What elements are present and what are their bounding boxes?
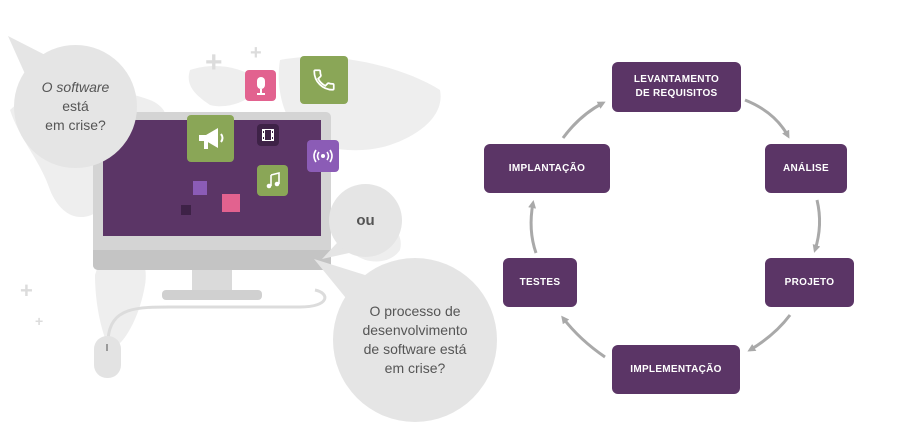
- film-icon: [257, 124, 279, 146]
- arrow-levantamento-to-analise: [744, 98, 790, 139]
- arrow-implementacao-to-testes: [561, 315, 606, 359]
- process-bubble: O processo de desenvolvimento de softwar…: [333, 258, 497, 422]
- question-line-2: está: [62, 98, 89, 114]
- step-label: IMPLANTAÇÃO: [508, 162, 586, 174]
- step-label: IMPLEMENTAÇÃO: [630, 363, 722, 375]
- process-line-2: desenvolvimento: [362, 322, 468, 338]
- mouse-cable: [106, 288, 327, 341]
- screen-square: [222, 194, 240, 212]
- or-bubble: ou: [329, 184, 402, 257]
- plus-icon: +: [205, 46, 223, 79]
- arrow-projeto-to-implementacao: [747, 314, 792, 352]
- arrow-implantacao-to-levantamento: [561, 101, 606, 139]
- mouse: [94, 336, 121, 378]
- screen-square: [193, 181, 207, 195]
- step-label: DE REQUISITOS: [635, 88, 718, 99]
- plus-icon: +: [35, 313, 44, 329]
- step-label: PROJETO: [784, 276, 835, 288]
- mouse-wheel: [106, 344, 108, 351]
- monitor-bottom-bezel: [93, 250, 331, 270]
- step-projeto: PROJETO: [765, 258, 854, 307]
- question-line-1: O software: [41, 79, 110, 95]
- step-testes: TESTES: [503, 258, 577, 307]
- monitor-base: [162, 290, 262, 300]
- monitor-stand: [192, 270, 232, 292]
- process-line-3: de software está: [363, 341, 467, 357]
- step-implantacao: IMPLANTAÇÃO: [484, 144, 610, 193]
- plus-icon: +: [250, 42, 262, 64]
- question-line-3: em crise?: [45, 117, 106, 133]
- music-icon: [257, 165, 288, 196]
- megaphone-icon: [187, 115, 234, 162]
- screen-square: [181, 205, 191, 215]
- arrow-testes-to-implantacao: [528, 200, 538, 254]
- step-label: LEVANTAMENTO: [633, 74, 720, 85]
- phone-icon: [300, 56, 348, 104]
- broadcast-icon: [307, 140, 339, 172]
- or-label: ou: [356, 212, 375, 229]
- process-line-1: O processo de: [369, 303, 461, 319]
- microphone-icon: [245, 70, 276, 101]
- step-label: ANÁLISE: [783, 162, 829, 174]
- question-bubble: O software está em crise?: [14, 45, 137, 168]
- question-bubble-tail: [8, 36, 55, 85]
- step-label: TESTES: [519, 276, 561, 288]
- plus-icon: +: [20, 278, 33, 303]
- step-analise: ANÁLISE: [765, 144, 847, 193]
- step-levantamento-de-requisitos: LEVANTAMENTO DE REQUISITOS: [612, 62, 741, 112]
- arrow-analise-to-projeto: [812, 199, 822, 253]
- process-line-4: em crise?: [384, 360, 446, 376]
- step-implementacao: IMPLEMENTAÇÃO: [612, 345, 740, 394]
